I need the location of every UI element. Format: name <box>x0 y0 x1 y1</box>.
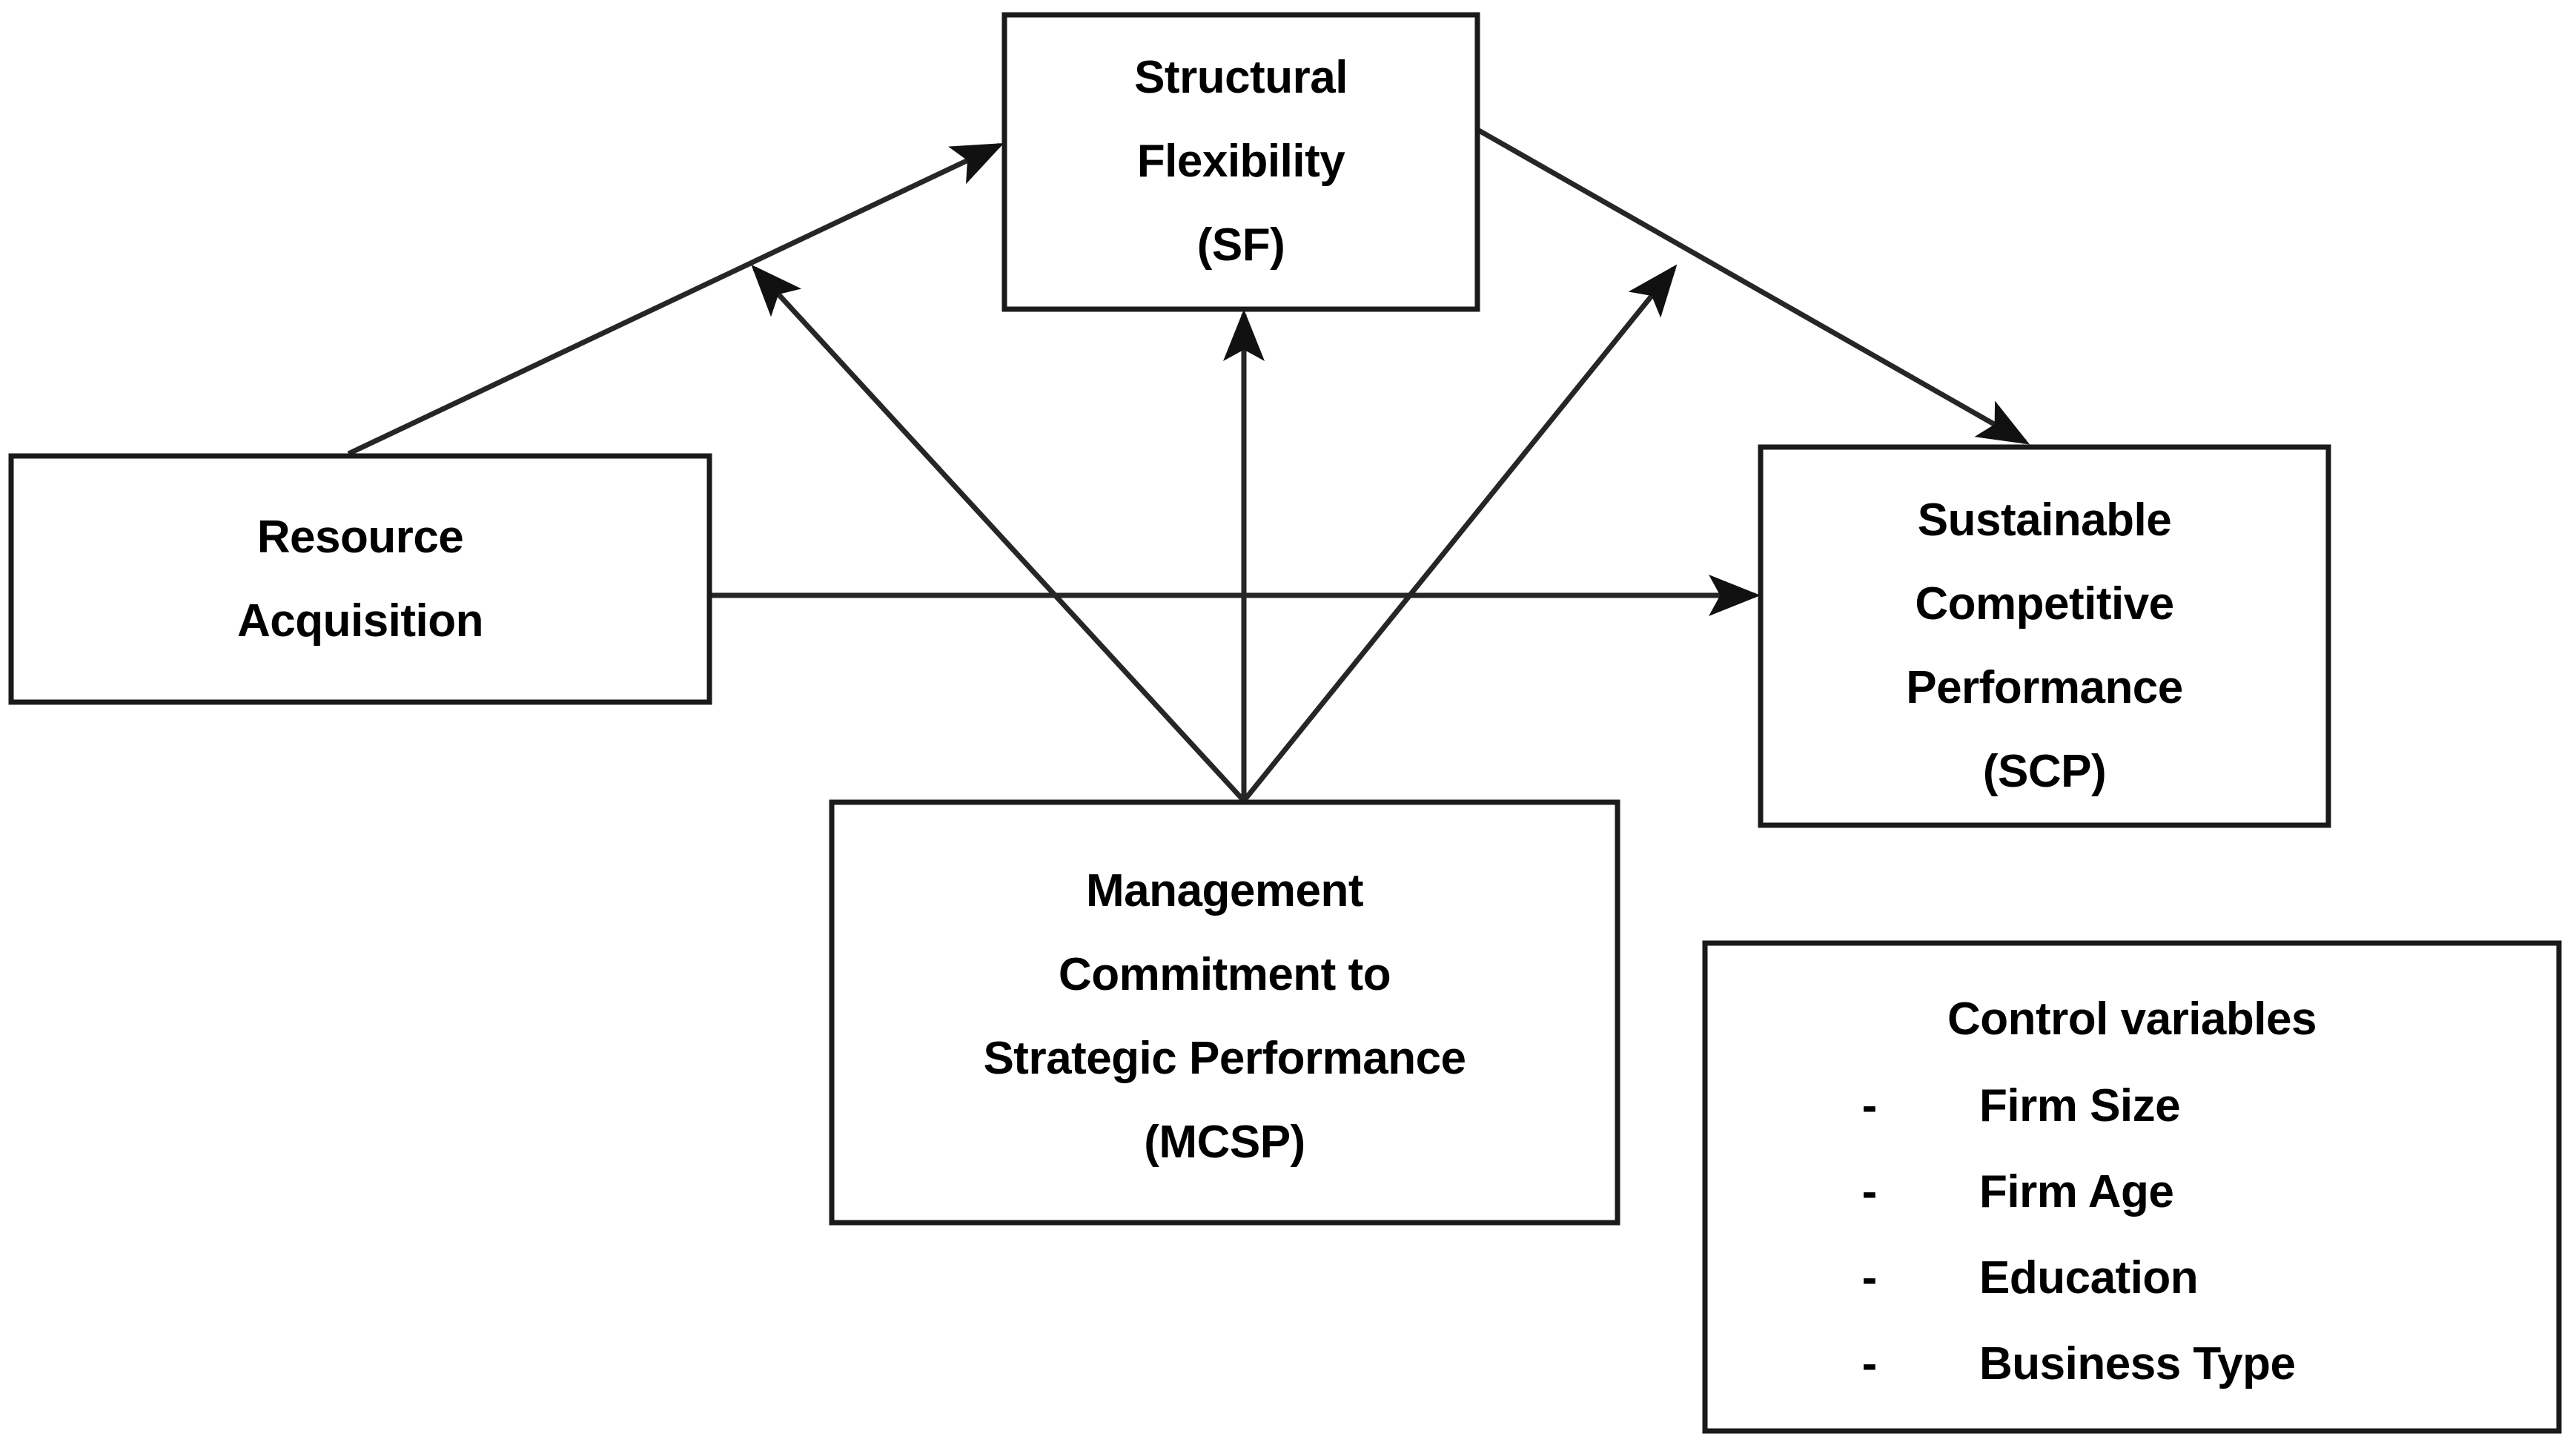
legend-bullet-dash-icon: - <box>1862 1080 1878 1131</box>
control-variables-legend[interactable]: Control variables - Firm Size - Firm Age… <box>1702 940 2562 1434</box>
legend-list-item[interactable]: - Business Type <box>1862 1338 2296 1389</box>
legend-list-item[interactable]: - Education <box>1862 1252 2199 1303</box>
legend-box <box>1702 940 2562 1434</box>
node-box-mcsp <box>829 799 1620 1226</box>
node-label-sf-line-3: (SF) <box>1197 219 1285 271</box>
node-label-ra-line-2: Acquisition <box>237 595 483 647</box>
node-label-scp-line-1: Sustainable <box>1918 495 2172 546</box>
node-box-sf <box>1001 12 1480 312</box>
node-sustainable-competitive-performance[interactable]: Sustainable Competitive Performance (SCP… <box>1758 444 2331 828</box>
legend-item-label: Firm Size <box>1979 1080 2180 1131</box>
node-label-scp-line-3: Performance <box>1906 662 2183 713</box>
legend-list-item[interactable]: - Firm Age <box>1862 1166 2174 1217</box>
legend-item-label: Education <box>1979 1252 2198 1303</box>
edge-ra-to-sf <box>347 142 1004 457</box>
node-label-mcsp-line-1: Management <box>1086 865 1363 916</box>
legend-item-label: Firm Age <box>1979 1166 2173 1217</box>
node-label-sf-line-2: Flexibility <box>1137 136 1345 187</box>
node-label-sf-line-1: Structural <box>1134 52 1348 103</box>
legend-bullet-dash-icon: - <box>1862 1252 1878 1303</box>
node-management-commitment-to-strategic-performance[interactable]: Management Commitment to Strategic Perfo… <box>829 799 1620 1226</box>
legend-list-item[interactable]: - Firm Size <box>1862 1080 2181 1131</box>
edge-mcsp-moderates-sf-scp <box>1242 264 1678 803</box>
edge-mcsp-moderates-ra-sf <box>751 264 1246 803</box>
legend-item-label: Business Type <box>1979 1338 2296 1389</box>
node-box-ra <box>8 453 712 705</box>
edge-sf-to-scp <box>1477 128 2030 445</box>
legend-bullet-dash-icon: - <box>1862 1166 1878 1217</box>
legend-title: Control variables <box>1947 994 2317 1045</box>
node-label-scp-line-2: Competitive <box>1915 578 2173 629</box>
legend-bullet-dash-icon: - <box>1862 1338 1878 1389</box>
node-label-ra-line-1: Resource <box>257 512 464 563</box>
node-label-scp-line-4: (SCP) <box>1983 746 2106 797</box>
node-resource-acquisition[interactable]: Resource Acquisition <box>8 453 712 705</box>
node-structural-flexibility[interactable]: Structural Flexibility (SF) <box>1001 12 1480 312</box>
node-label-mcsp-line-2: Commitment to <box>1059 949 1391 1000</box>
node-box-scp <box>1758 444 2331 828</box>
node-label-mcsp-line-4: (MCSP) <box>1144 1117 1305 1168</box>
node-label-mcsp-line-3: Strategic Performance <box>983 1033 1466 1084</box>
